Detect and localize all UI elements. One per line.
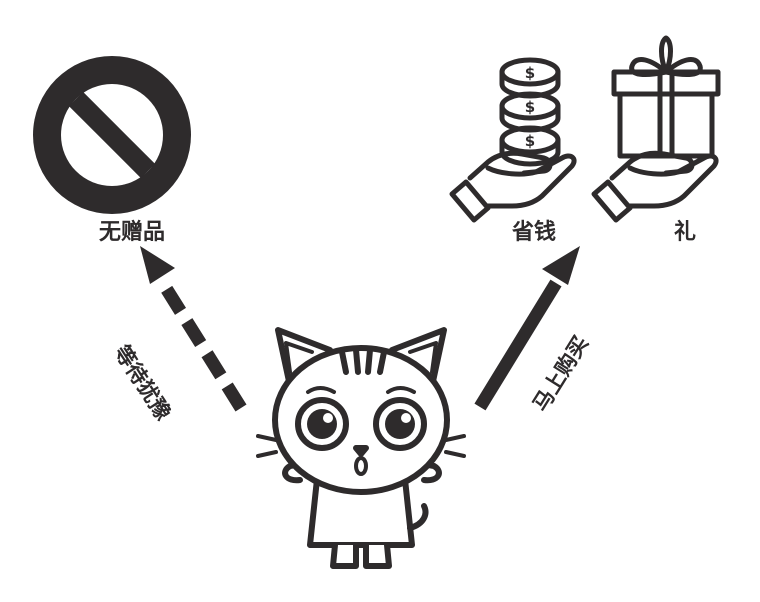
svg-text:$: $ [525,64,535,82]
buy-now-arrow [474,246,580,411]
save-money-label: 省钱 [512,220,557,245]
hesitate-arrow [140,246,247,412]
prohibited-sign-icon [33,56,191,214]
gift-in-hand-icon [591,35,721,223]
cartoon-cat-icon [256,327,466,569]
no-gift-label: 无赠品 [99,220,166,245]
svg-text:$: $ [525,98,535,116]
coins-in-hand-icon: $ $ $ [449,57,577,223]
svg-text:$: $ [525,132,535,150]
gift-label: 礼 [674,220,697,245]
